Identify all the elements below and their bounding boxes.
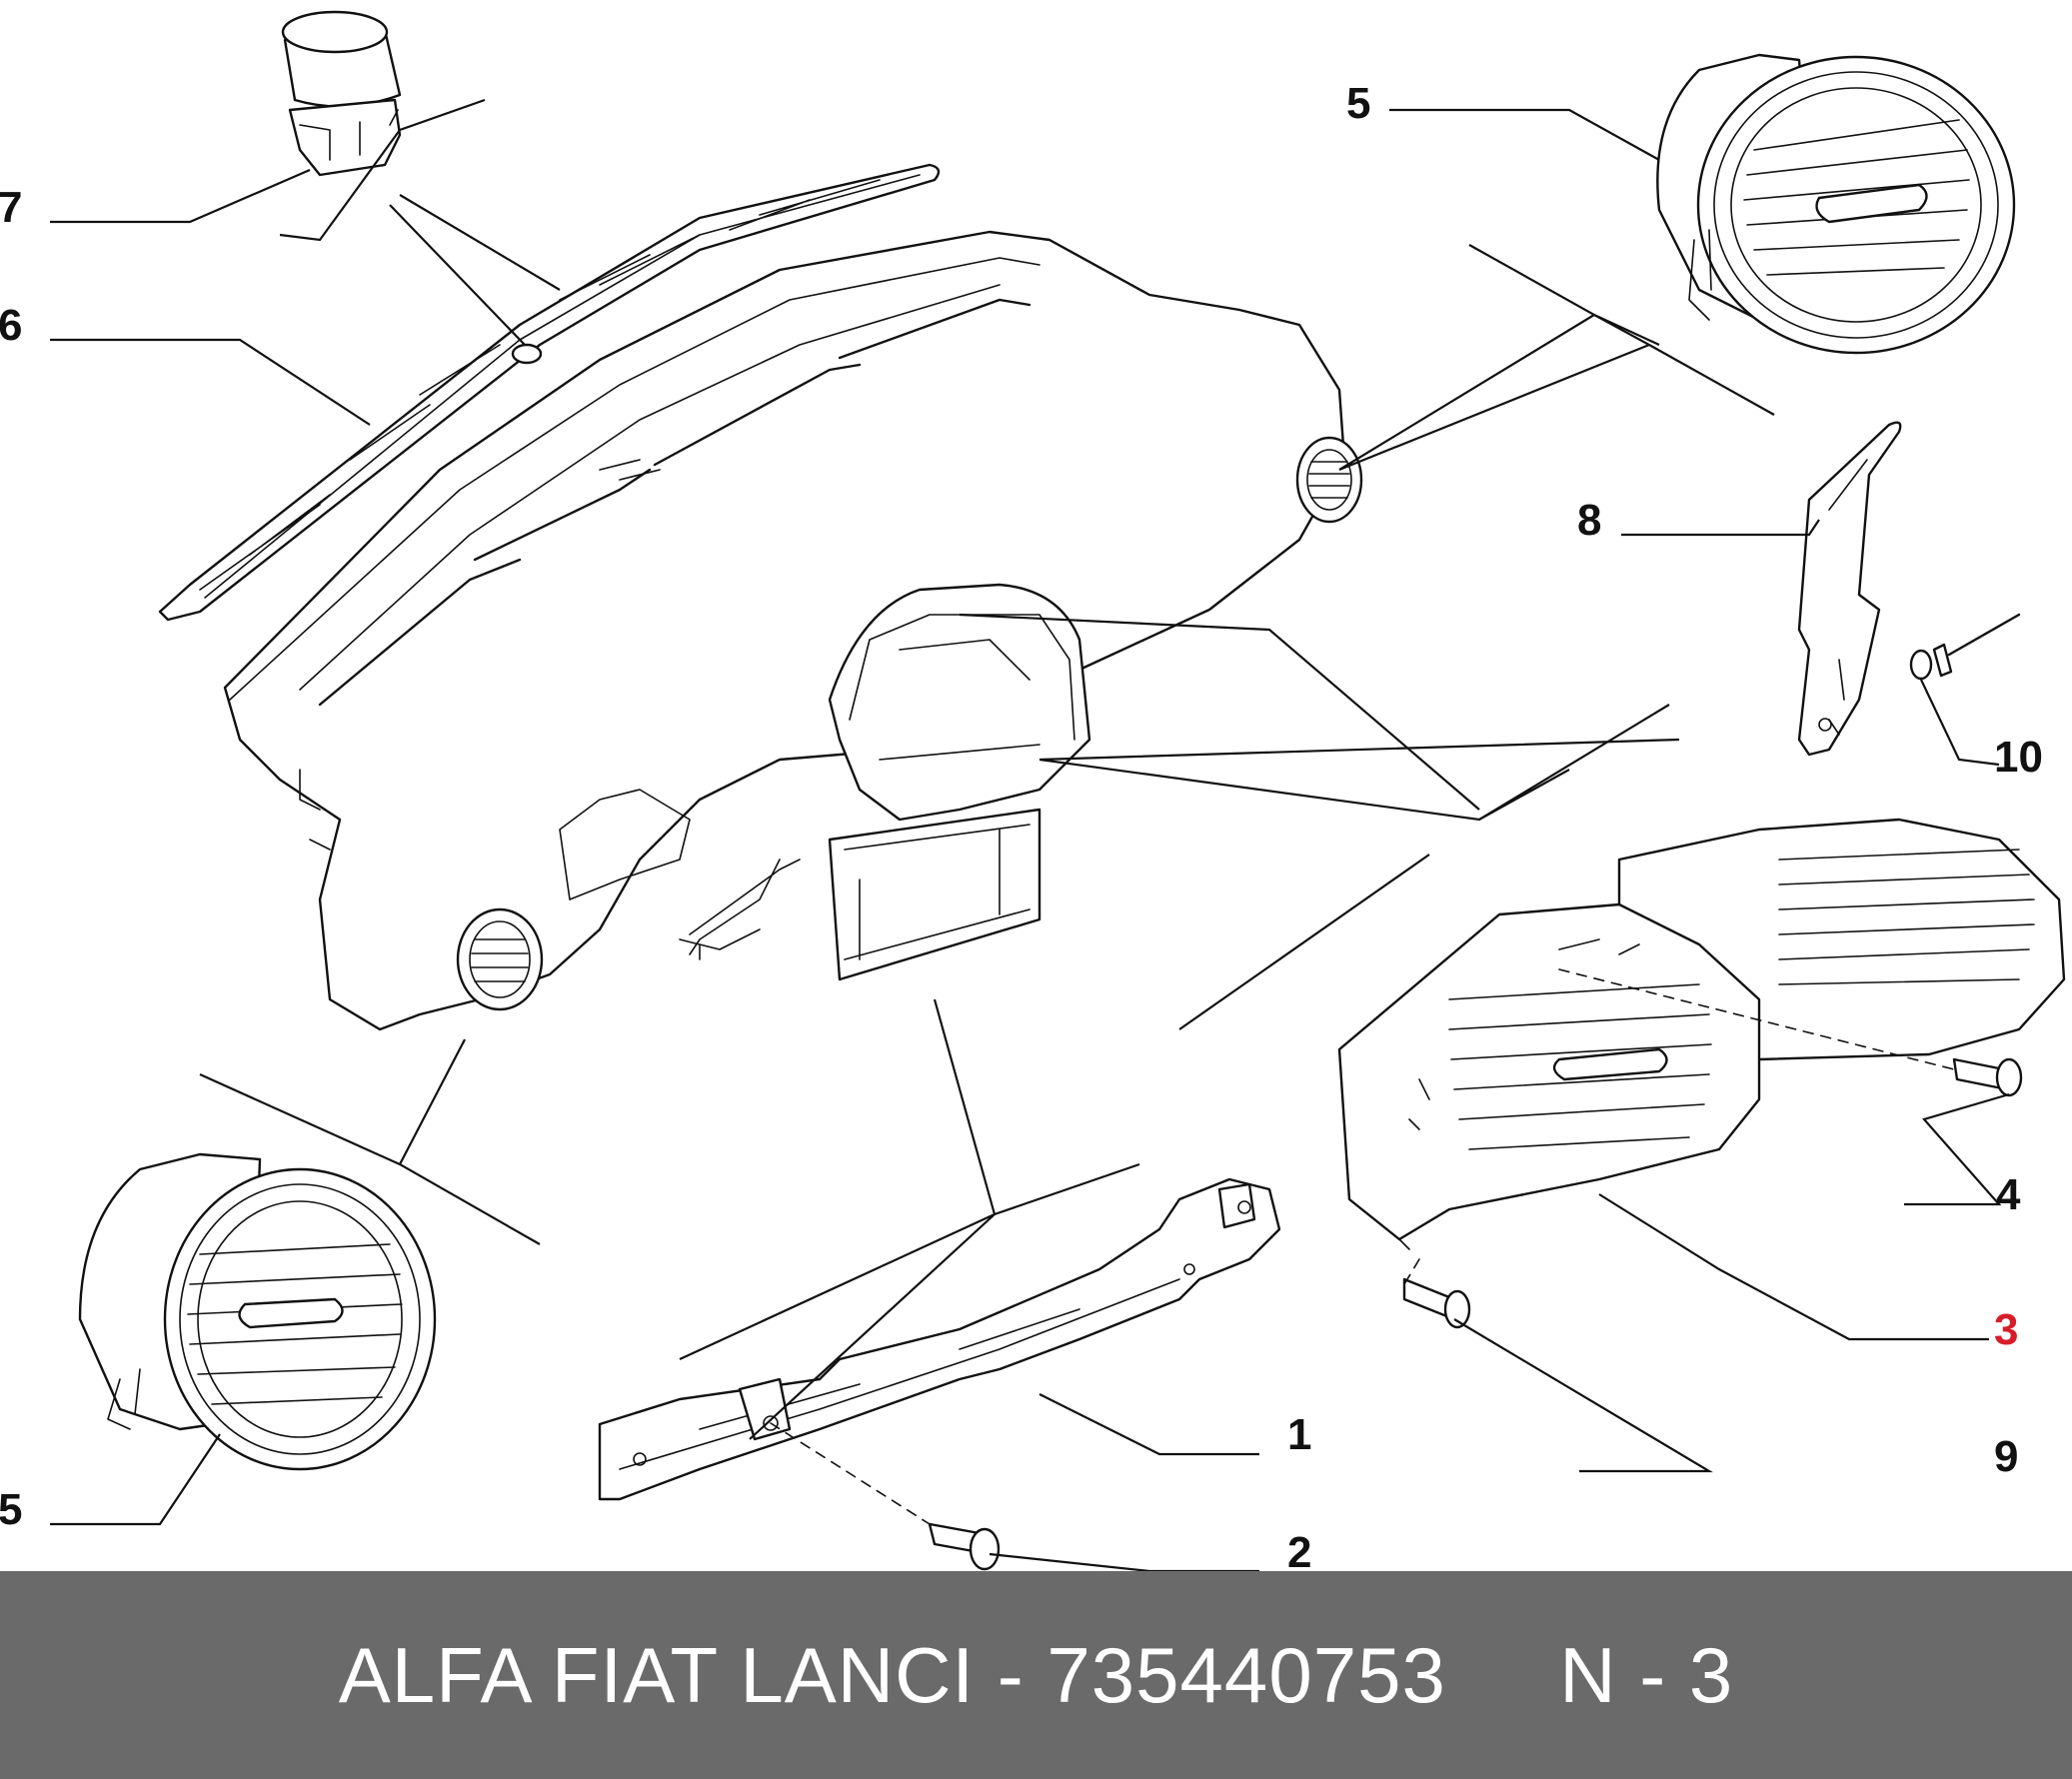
callout-7: 7 [0,183,22,232]
callout-1: 1 [1287,1410,1311,1459]
sensor-cap [281,10,402,177]
callout-5-top: 5 [1346,79,1370,128]
leader-lines [50,98,2010,1571]
parts-diagram: 7 6 5 8 10 4 3 9 1 2 5 [0,10,2066,1571]
defroster-grille-strip [158,163,941,622]
callout-2: 2 [1287,1528,1311,1571]
rivet [1909,613,2021,681]
mounting-bracket [1797,421,1902,757]
round-vent-left [78,1152,437,1471]
dashboard-body [223,230,1363,1031]
screw-9 [1402,1277,1471,1329]
screw-2 [928,1522,1001,1571]
callout-5-bottom: 5 [0,1485,22,1534]
screw-4 [1952,1057,2023,1097]
callout-9: 9 [1994,1432,2018,1481]
callout-6: 6 [0,301,22,350]
part-number-caption: ALFA FIAT LANCI - 735440753 N - 3 [338,1630,1734,1719]
central-vent [1337,818,2066,1250]
callout-4: 4 [1996,1170,2021,1219]
callout-10: 10 [1994,733,2043,782]
lower-support-bracket [598,1177,1281,1501]
round-vent-right [1656,53,2016,355]
callout-8: 8 [1577,496,1601,545]
part-number-footer: ALFA FIAT LANCI - 735440753 N - 3 [0,1571,2072,1779]
callout-3: 3 [1994,1305,2018,1354]
callout-labels: 7 6 5 8 10 4 3 9 1 2 5 [0,79,2043,1571]
